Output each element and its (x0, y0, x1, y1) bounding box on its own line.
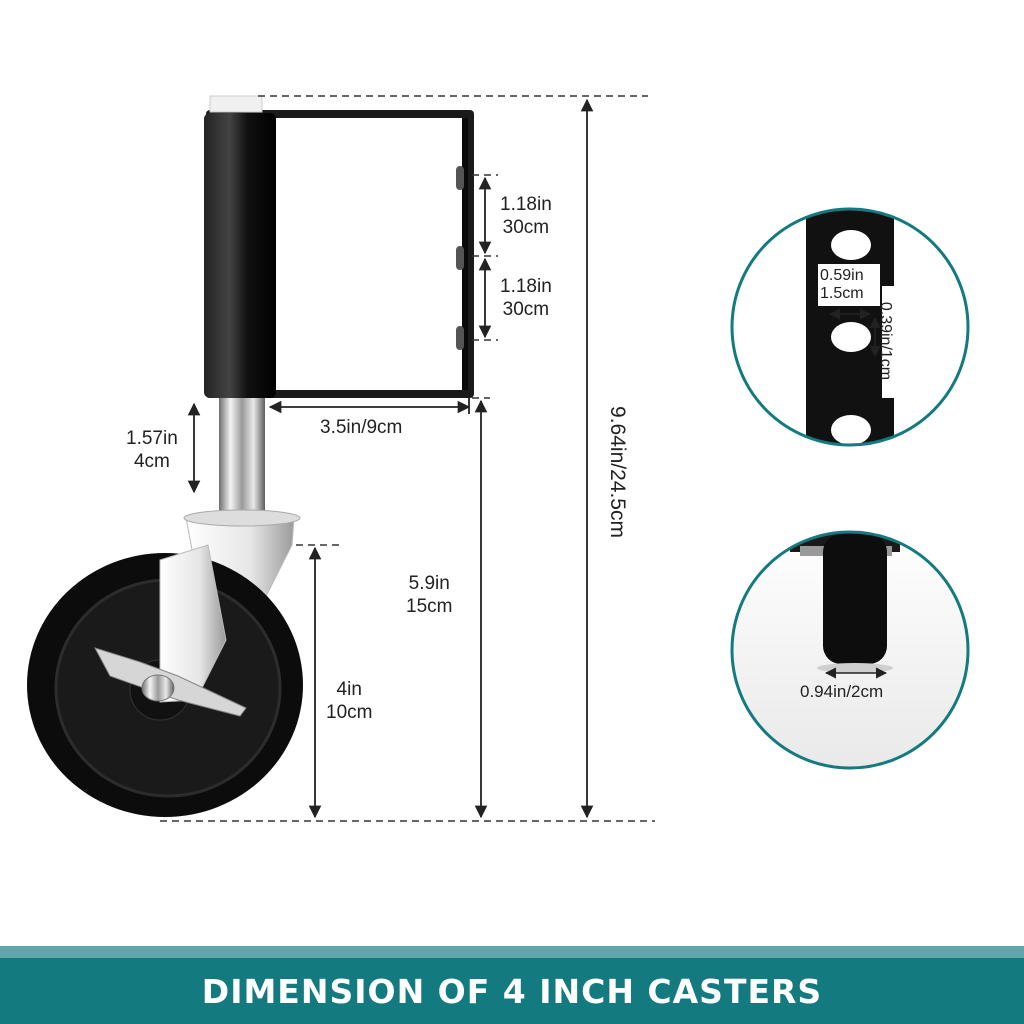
sleeve-tube (204, 95, 276, 398)
stem-height-cm: 4cm (133, 451, 170, 472)
bracket-hole-2 (456, 246, 464, 270)
footer-title: DIMENSION OF 4 INCH CASTERS (201, 972, 823, 1011)
hole-spacing-1-in: 1.18in (500, 194, 552, 215)
hole-width-in: 0.59in (820, 267, 864, 284)
wheel-diameter-label: 4in 10cm (326, 678, 372, 724)
hole-spacing-1-label: 1.18in 30cm (500, 193, 552, 239)
bracket-width-label: 3.5in/9cm (320, 417, 403, 438)
mount-height-label: 5.9in 15cm (406, 572, 452, 618)
slot-hole-top (831, 230, 871, 260)
caster-illustration (27, 95, 970, 822)
mount-height-cm: 15cm (406, 596, 453, 617)
slot-hole-bottom (831, 415, 871, 445)
detail-circle-wheel (730, 530, 970, 770)
hole-spacing-2-cm: 30cm (502, 299, 550, 320)
total-height-label: 9.64in/24.5cm (606, 406, 629, 538)
footer-stripe (0, 946, 1024, 958)
stem-height-label: 1.57in 4cm (126, 427, 178, 473)
hole-spacing-1-cm: 30cm (502, 217, 550, 238)
wheel-diameter-in: 4in (336, 679, 362, 700)
brake-lever (93, 647, 247, 717)
wheel-diameter-cm: 10cm (326, 702, 373, 723)
hole-width-cm: 1.5cm (820, 285, 864, 302)
hole-width-label: 0.59in 1.5cm (820, 267, 864, 303)
wheel-width-label: 0.94in/2cm (800, 682, 884, 701)
hole-spacing-2-label: 1.18in 30cm (500, 275, 552, 321)
stem-height-in: 1.57in (126, 428, 178, 449)
stem (219, 398, 265, 516)
hole-height-label: 0.39in/1cm (877, 301, 894, 381)
footer-banner: DIMENSION OF 4 INCH CASTERS (0, 946, 1024, 1024)
dimension-arrows (187, 98, 594, 819)
slot-hole-middle (831, 322, 871, 352)
reference-lines (160, 95, 655, 822)
bracket-hole-1 (456, 166, 464, 190)
mount-height-in: 5.9in (408, 573, 450, 594)
hole-spacing-2-in: 1.18in (500, 276, 552, 297)
detail-circle-holes (730, 207, 970, 447)
bracket-hole-3 (456, 326, 464, 350)
